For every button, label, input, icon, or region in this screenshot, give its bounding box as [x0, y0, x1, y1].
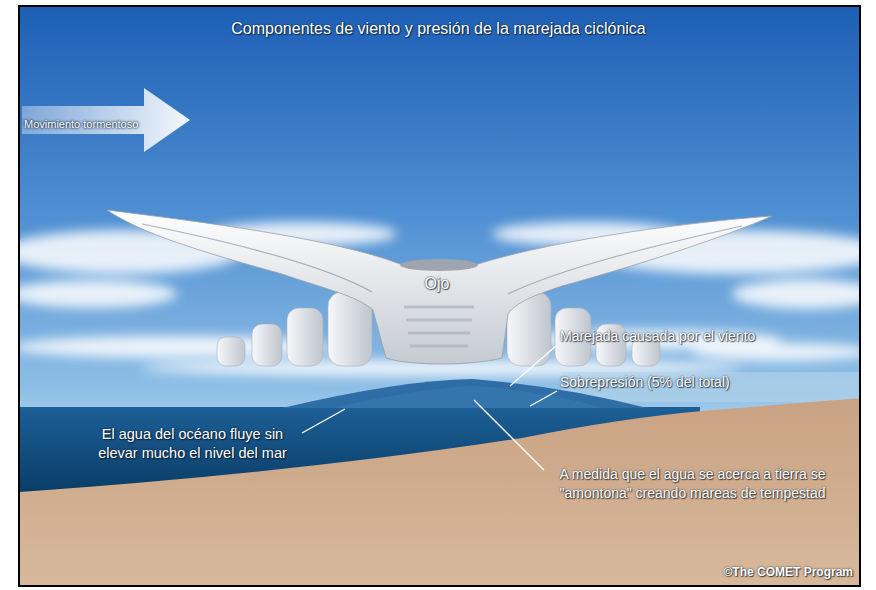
- wind-surge-label: Marejada causada por el viento: [560, 327, 755, 345]
- diagram-title: Componentes de viento y presión de la ma…: [20, 19, 857, 39]
- copyright-watermark-box: ©The COMET Program: [700, 565, 853, 580]
- wind-surge-label-box: Marejada causada por el viento: [560, 327, 755, 345]
- pressure-surge-label-box: Sobrepresión (5% del total): [560, 373, 730, 391]
- shore-note-box: A medida que el agua se acerca a tierra …: [530, 465, 855, 503]
- copyright-watermark: ©The COMET Program: [700, 565, 853, 580]
- ocean-note-box: El agua del océano fluye sin elevar much…: [85, 425, 300, 463]
- pressure-surge-label: Sobrepresión (5% del total): [560, 373, 730, 391]
- storm-motion-arrow: Movimiento tormentoso: [22, 88, 190, 152]
- arrow-label: Movimiento tormentoso: [22, 118, 138, 131]
- ocean-note: El agua del océano fluye sin elevar much…: [85, 425, 300, 463]
- eye-label-box: Ojo: [402, 274, 472, 294]
- shore-note: A medida que el agua se acerca a tierra …: [530, 465, 855, 503]
- eye-label: Ojo: [402, 274, 472, 294]
- diagram-title-box: Componentes de viento y presión de la ma…: [20, 19, 857, 39]
